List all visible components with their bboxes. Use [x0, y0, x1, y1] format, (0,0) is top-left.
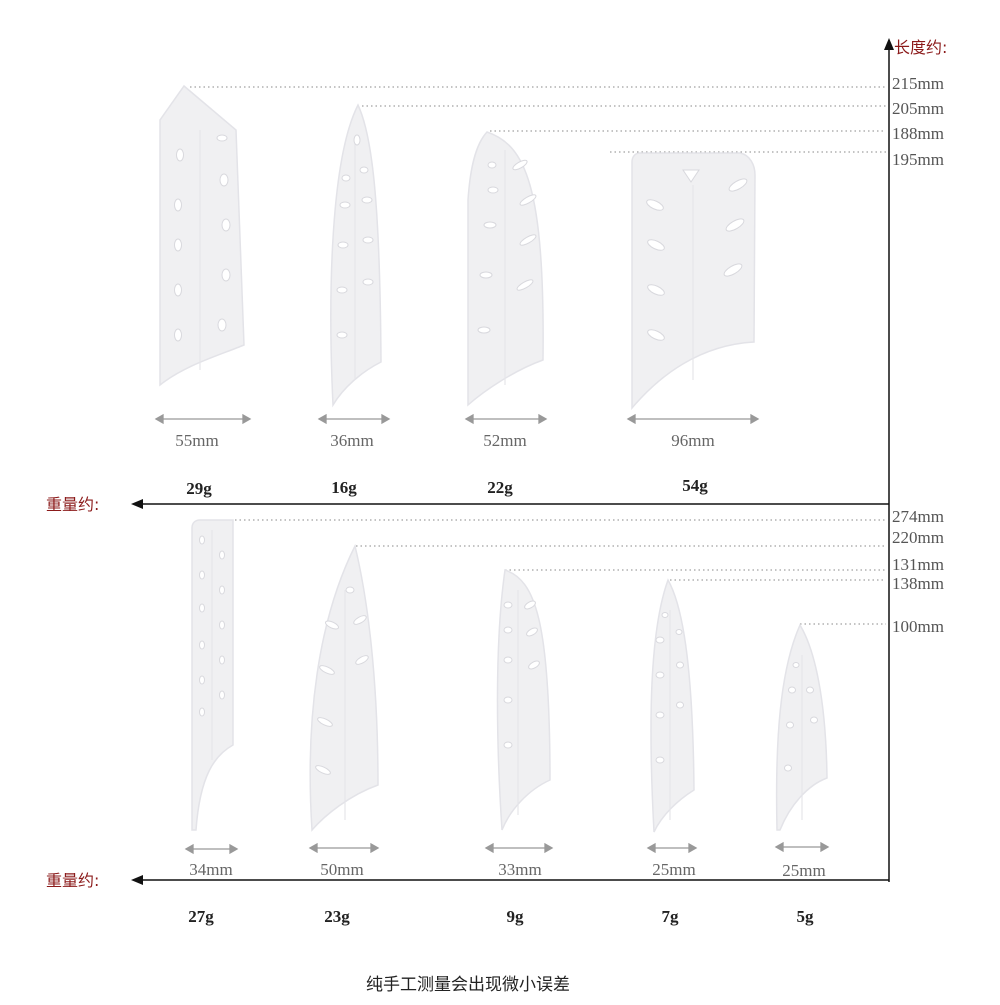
weight-axis-arrow-icon-top [131, 499, 143, 509]
length-label: 274mm [892, 507, 944, 526]
length-label: 188mm [892, 124, 944, 143]
width-labels-bottom: 34mm 50mm 33mm 25mm 25mm [189, 860, 825, 880]
sheath-image [650, 578, 695, 833]
sheath-image [631, 152, 756, 411]
sheath-row-top [159, 84, 756, 411]
length-label: 100mm [892, 617, 944, 636]
width-label: 50mm [320, 860, 363, 879]
sheath-image [467, 131, 544, 407]
sheath-row-bottom [191, 519, 828, 833]
sheath-image [309, 543, 379, 832]
width-labels-top: 55mm 36mm 52mm 96mm [175, 431, 714, 450]
sheath-image [159, 84, 245, 387]
width-label: 25mm [652, 860, 695, 879]
weight-label: 29g [186, 479, 212, 498]
weight-label: 16g [331, 478, 357, 497]
weight-axis-label-top: 重量约: [46, 495, 99, 514]
weight-label: 27g [188, 907, 214, 926]
sheath-image [496, 569, 551, 831]
width-label: 25mm [782, 861, 825, 880]
weight-labels-top: 29g 16g 22g 54g [186, 476, 708, 498]
width-label: 34mm [189, 860, 232, 879]
sheath-image [330, 103, 382, 408]
length-axis-arrow-icon [884, 38, 894, 50]
length-label: 138mm [892, 574, 944, 593]
width-dimensions-bottom [184, 841, 830, 855]
weight-label: 9g [507, 907, 525, 926]
length-label: 195mm [892, 150, 944, 169]
axes: 长度约: 重量约: 重量约: [46, 38, 947, 890]
footer-note: 纯手工测量会出现微小误差 [366, 975, 570, 995]
leader-lines [190, 86, 886, 625]
weight-axis-arrow-icon-bottom [131, 875, 143, 885]
length-labels: 215mm 205mm 188mm 195mm 274mm 220mm 131m… [892, 74, 944, 636]
length-label: 205mm [892, 99, 944, 118]
weight-labels-bottom: 27g 23g 9g 7g 5g [188, 907, 814, 926]
width-dimensions-top [154, 413, 760, 425]
width-label: 96mm [671, 431, 714, 450]
width-label: 52mm [483, 431, 526, 450]
weight-label: 23g [324, 907, 350, 926]
length-label: 215mm [892, 74, 944, 93]
weight-axis-label-bottom: 重量约: [46, 871, 99, 890]
width-label: 36mm [330, 431, 373, 450]
width-label: 55mm [175, 431, 218, 450]
weight-label: 54g [682, 476, 708, 495]
weight-label: 5g [797, 907, 815, 926]
width-label: 33mm [498, 860, 541, 879]
sheath-image [191, 519, 234, 831]
sheath-image [775, 623, 828, 831]
length-label: 131mm [892, 555, 944, 574]
weight-label: 22g [487, 478, 513, 497]
length-label: 220mm [892, 528, 944, 547]
weight-label: 7g [662, 907, 680, 926]
length-axis-label: 长度约: [894, 38, 947, 57]
